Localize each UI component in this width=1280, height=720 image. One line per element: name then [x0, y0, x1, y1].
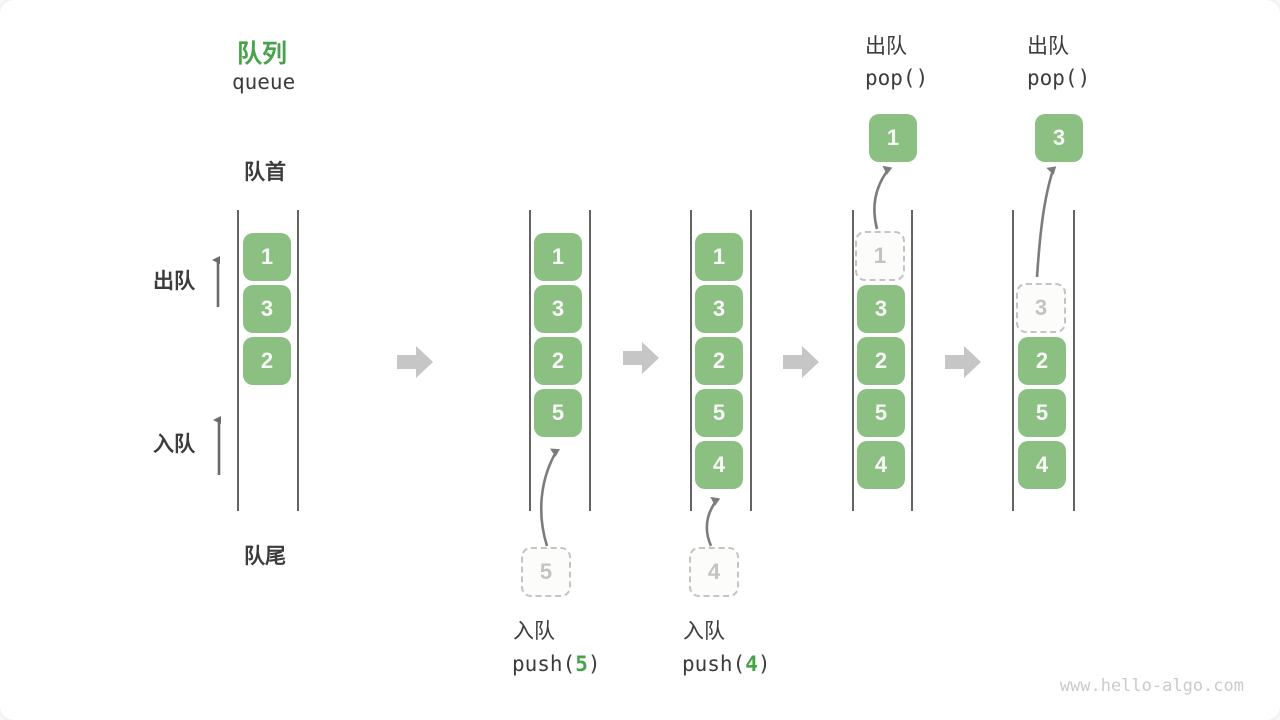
- queue-element: 3: [857, 285, 905, 333]
- queue-element: 2: [1018, 337, 1066, 385]
- state-transition-arrow: [783, 346, 819, 378]
- queue-element: 2: [857, 337, 905, 385]
- queue-element: 4: [1018, 441, 1066, 489]
- queue-element: 1: [695, 233, 743, 281]
- queue-element: 1: [534, 233, 582, 281]
- code-push-2: push(4): [682, 652, 771, 676]
- queue-rail: [529, 210, 531, 511]
- code-push-1-fn: push(: [512, 652, 576, 676]
- code-push-2-close: ): [757, 652, 771, 676]
- state-transition-arrow: [945, 346, 981, 378]
- queue-element: 2: [534, 337, 582, 385]
- queue-rail: [852, 210, 854, 511]
- label-queue-front: 队首: [244, 161, 286, 184]
- queue-rail: [1012, 210, 1014, 511]
- push-arrow-4: [705, 496, 721, 547]
- label-push-op-1: 入队: [513, 620, 555, 643]
- label-queue-rear: 队尾: [244, 545, 286, 568]
- code-push-2-arg: 4: [745, 652, 758, 676]
- removed-slot: 3: [1016, 283, 1066, 333]
- code-push-1-close: ): [587, 652, 601, 676]
- diagram-title-en: queue: [232, 70, 296, 94]
- queue-element: 5: [1018, 389, 1066, 437]
- queue-element: 4: [857, 441, 905, 489]
- queue-rail: [911, 210, 913, 511]
- label-enqueue-side: 入队: [153, 433, 195, 456]
- code-pop-2: pop(): [1027, 66, 1091, 90]
- queue-element: 3: [534, 285, 582, 333]
- popped-element: 1: [869, 114, 917, 162]
- queue-rail: [589, 210, 591, 511]
- pending-element: 5: [521, 547, 571, 597]
- state-transition-arrow: [623, 342, 659, 374]
- queue-element: 3: [695, 285, 743, 333]
- pending-element: 4: [689, 547, 739, 597]
- popped-element: 3: [1035, 114, 1083, 162]
- queue-rail: [1073, 210, 1075, 511]
- state-transition-arrow: [397, 346, 433, 378]
- pop-arrow-1: [873, 165, 893, 230]
- queue-element: 4: [695, 441, 743, 489]
- label-pop-op-1: 出队: [865, 35, 907, 58]
- queue-rail: [750, 210, 752, 511]
- queue-element: 5: [857, 389, 905, 437]
- queue-element: 2: [243, 337, 291, 385]
- queue-element: 1: [243, 233, 291, 281]
- queue-element: 5: [695, 389, 743, 437]
- queue-element: 5: [534, 389, 582, 437]
- watermark: www.hello-algo.com: [1059, 676, 1244, 696]
- code-push-2-fn: push(: [682, 652, 746, 676]
- queue-element: 2: [695, 337, 743, 385]
- code-push-1-arg: 5: [575, 652, 588, 676]
- queue-rail: [237, 210, 239, 511]
- queue-rail: [690, 210, 692, 511]
- label-push-op-2: 入队: [683, 620, 725, 643]
- label-pop-op-2: 出队: [1027, 35, 1069, 58]
- push-arrow-5: [539, 448, 560, 547]
- label-dequeue-side: 出队: [153, 270, 195, 293]
- queue-rail: [297, 210, 299, 511]
- diagram-title-zh: 队列: [237, 40, 288, 68]
- code-push-1: push(5): [512, 652, 601, 676]
- code-pop-1: pop(): [865, 66, 929, 90]
- removed-slot: 1: [855, 231, 905, 281]
- queue-element: 3: [243, 285, 291, 333]
- pop-arrow-3: [1035, 166, 1057, 278]
